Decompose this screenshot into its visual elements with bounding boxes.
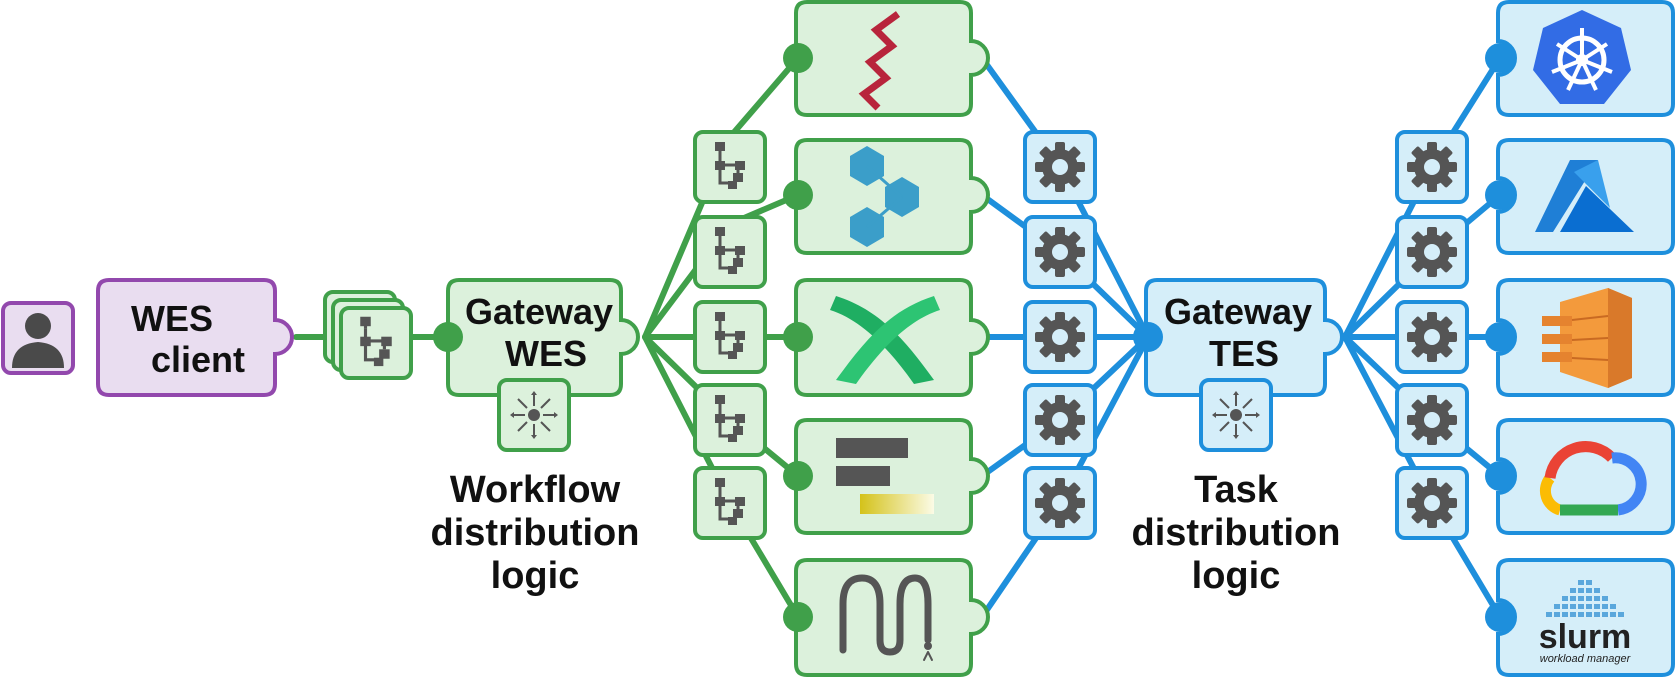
gateway-wes-label-line2: WES bbox=[505, 333, 587, 374]
svg-text:distribution: distribution bbox=[1132, 512, 1341, 554]
gear-icon bbox=[1407, 227, 1457, 277]
task-node bbox=[1395, 383, 1469, 457]
workflow-distribution-caption: Workflow distribution logic bbox=[431, 469, 640, 597]
gear-icon bbox=[1035, 312, 1085, 362]
workflow-engine-node bbox=[783, 0, 990, 117]
user-node bbox=[1, 301, 75, 375]
gear-icon bbox=[1407, 312, 1457, 362]
aws-logo-icon bbox=[1542, 288, 1632, 388]
snake-logo-icon bbox=[839, 574, 933, 661]
zigzag-logo-icon bbox=[858, 11, 901, 111]
task-node bbox=[1023, 130, 1097, 204]
workflow-engine-nodes bbox=[783, 0, 990, 677]
gear-icon bbox=[1407, 395, 1457, 445]
task-node bbox=[1023, 466, 1097, 540]
gateway-tes-node: Gateway TES bbox=[1133, 278, 1344, 452]
user-icon bbox=[12, 313, 64, 368]
task-nodes-right bbox=[1395, 130, 1469, 540]
compute-backend-nodes: slurm workload manager bbox=[1485, 0, 1675, 677]
compute-backend-node bbox=[1485, 0, 1675, 117]
wes-client-label-line1: WES bbox=[131, 298, 213, 339]
task-node bbox=[1023, 215, 1097, 289]
gear-icon bbox=[1407, 142, 1457, 192]
workflow-doc-nodes bbox=[693, 130, 767, 540]
kubernetes-logo-icon bbox=[1533, 10, 1631, 104]
svg-text:logic: logic bbox=[491, 555, 580, 597]
task-node bbox=[1023, 383, 1097, 457]
wes-client-label-line2: client bbox=[151, 339, 245, 380]
google-cloud-logo-icon bbox=[1539, 441, 1647, 516]
slurm-logo-icon: slurm workload manager bbox=[1539, 580, 1632, 665]
workflow-doc-node bbox=[693, 215, 767, 289]
gateway-wes-label-line1: Gateway bbox=[465, 291, 613, 332]
compute-backend-node bbox=[1485, 418, 1675, 535]
crossed-ribbon-logo-icon bbox=[830, 296, 940, 384]
svg-text:Workflow: Workflow bbox=[450, 469, 621, 511]
task-node bbox=[1395, 215, 1469, 289]
task-distribution-caption: Task distribution logic bbox=[1132, 469, 1341, 597]
svg-text:logic: logic bbox=[1192, 555, 1281, 597]
task-node bbox=[1023, 300, 1097, 374]
gear-icon bbox=[1035, 142, 1085, 192]
gateway-tes-label-line2: TES bbox=[1209, 333, 1279, 374]
workflow-engine-node bbox=[783, 558, 990, 677]
workflow-engine-node bbox=[783, 138, 990, 255]
compute-backend-node: slurm workload manager bbox=[1485, 558, 1675, 677]
azure-logo-icon bbox=[1535, 160, 1634, 232]
gear-icon bbox=[1407, 478, 1457, 528]
workflow-engine-node bbox=[783, 278, 990, 397]
svg-text:Task: Task bbox=[1194, 469, 1279, 511]
compute-backend-node bbox=[1485, 138, 1675, 255]
gateway-tes-label-line1: Gateway bbox=[1164, 291, 1312, 332]
task-node bbox=[1395, 300, 1469, 374]
slurm-wordmark: slurm bbox=[1539, 618, 1632, 656]
workflow-document-stack bbox=[323, 290, 413, 380]
task-node bbox=[1395, 130, 1469, 204]
workflow-doc-node bbox=[693, 130, 767, 204]
gear-icon bbox=[1035, 395, 1085, 445]
gear-icon bbox=[1035, 227, 1085, 277]
task-nodes-left bbox=[1023, 130, 1097, 540]
slurm-subtitle: workload manager bbox=[1540, 653, 1632, 665]
hexagon-network-logo-icon bbox=[850, 146, 919, 247]
gateway-wes-node: Gateway WES bbox=[433, 278, 640, 452]
workflow-engine-node bbox=[783, 418, 990, 535]
wes-client-node: WES client bbox=[96, 278, 294, 397]
bars-logo-icon bbox=[836, 438, 934, 514]
workflow-doc-node bbox=[693, 466, 767, 540]
compute-backend-node bbox=[1485, 278, 1675, 397]
svg-text:distribution: distribution bbox=[431, 512, 640, 554]
workflow-doc-node bbox=[693, 300, 767, 374]
task-node bbox=[1395, 466, 1469, 540]
workflow-doc-node bbox=[693, 383, 767, 457]
gear-icon bbox=[1035, 478, 1085, 528]
